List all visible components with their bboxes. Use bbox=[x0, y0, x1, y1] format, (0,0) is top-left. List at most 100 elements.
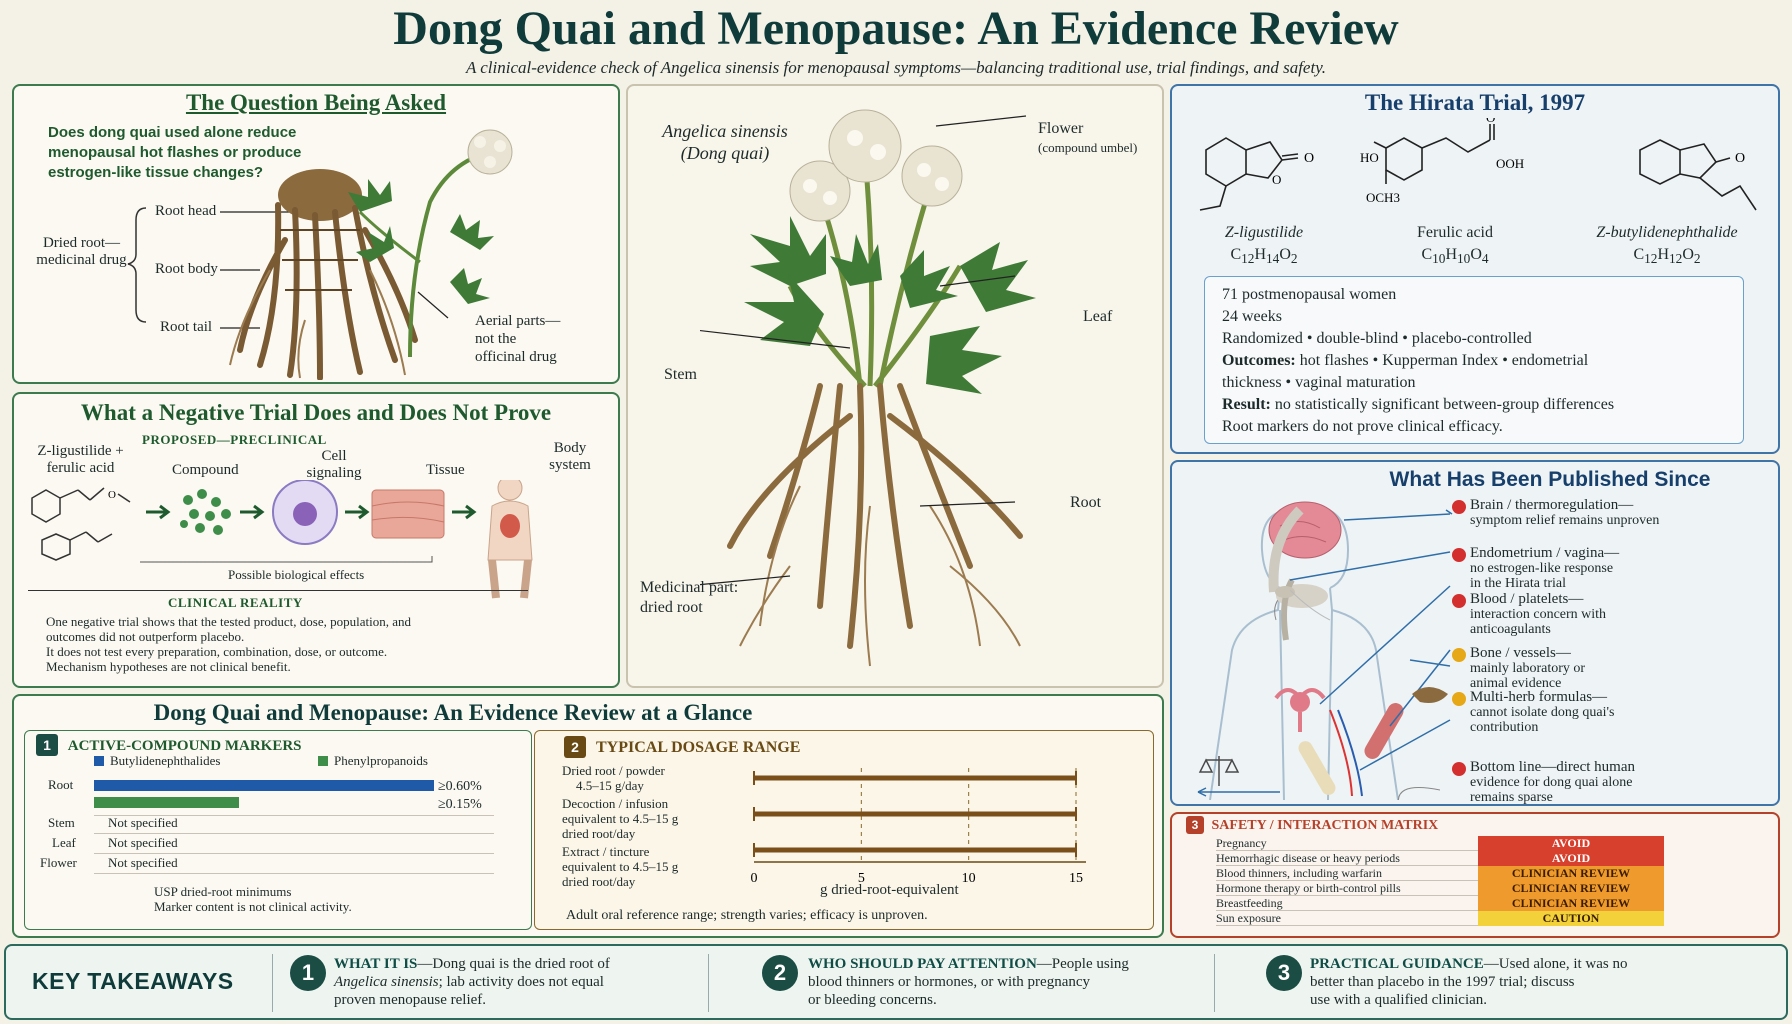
takeaway-number: 3 bbox=[1266, 955, 1302, 991]
safety-level-badge: AVOID bbox=[1478, 836, 1664, 851]
safety-row-label: Breastfeeding bbox=[1216, 896, 1478, 911]
effects-label: Possible biological effects bbox=[228, 567, 365, 582]
hirata-line: thickness • vaginal maturation bbox=[1222, 374, 1416, 391]
stem-label: Stem bbox=[664, 366, 697, 383]
glance-title: Dong Quai and Menopause: An Evidence Rev… bbox=[153, 700, 753, 725]
safety-row-label: Sun exposure bbox=[1216, 911, 1478, 926]
plant-name: Angelica sinensis(Dong quai) bbox=[662, 121, 788, 163]
mechanism-flow bbox=[140, 480, 533, 599]
legend-butyl-swatch bbox=[94, 756, 104, 766]
markers-box bbox=[24, 730, 532, 930]
safety-panel bbox=[1170, 812, 1780, 938]
marker-note-stem: Not specified bbox=[108, 815, 178, 830]
bar-butyl-label: ≥0.60% bbox=[438, 779, 482, 794]
proposed-heading: PROPOSED—PRECLINICAL bbox=[142, 432, 327, 447]
published-title: What Has Been Published Since bbox=[1389, 468, 1711, 491]
leaf-label: Leaf bbox=[1083, 308, 1113, 325]
flower-label: Flower bbox=[1038, 120, 1084, 137]
evidence-status-dot bbox=[1452, 692, 1466, 706]
svg-text:O: O bbox=[1272, 172, 1281, 187]
takeaways-title: KEY TAKEAWAYS bbox=[32, 968, 234, 994]
step-tissue-label: Tissue bbox=[426, 462, 465, 478]
body-figure bbox=[1197, 501, 1453, 800]
safety-row-label: Hormone therapy or birth-control pills bbox=[1216, 881, 1478, 896]
dosage-tick-label: 15 bbox=[1069, 871, 1083, 886]
compound-name-3: Z-butylidenephthalide bbox=[1596, 224, 1738, 241]
step-body-label: Body system bbox=[549, 440, 591, 473]
dosage-tick-label: 10 bbox=[962, 871, 976, 886]
compounds-label: Z-ligustilide +ferulic acid bbox=[37, 443, 124, 476]
root-label: Root bbox=[1070, 494, 1102, 511]
takeaway-number: 2 bbox=[762, 955, 798, 991]
negative-trial-title: What a Negative Trial Does and Does Not … bbox=[80, 400, 552, 425]
takeaway-text: PRACTICAL GUIDANCE—Used alone, it was no… bbox=[1310, 956, 1628, 1008]
clinical-reality-text: One negative trial shows that the tested… bbox=[46, 614, 411, 674]
clinical-reality-heading: CLINICAL REALITY bbox=[168, 595, 303, 610]
ferulic-och3: OCH3 bbox=[1366, 190, 1400, 205]
dosage-tick-label: 5 bbox=[858, 871, 865, 886]
page-title: Dong Quai and Menopause: An Evidence Rev… bbox=[393, 2, 1399, 55]
evidence-status-dot bbox=[1452, 548, 1466, 562]
safety-badge: 3 bbox=[1186, 816, 1204, 834]
bar-phenyl-root bbox=[94, 797, 239, 808]
hirata-line: 24 weeks bbox=[1222, 308, 1282, 325]
marker-note-leaf: Not specified bbox=[108, 835, 178, 850]
safety-level-badge: CLINICIAN REVIEW bbox=[1478, 881, 1664, 896]
legend-butyl: Butylidenephthalides bbox=[110, 753, 221, 768]
ligustilide-o: O bbox=[1304, 151, 1314, 166]
root-head-label: Root head bbox=[155, 203, 217, 219]
hirata-line: Result: no statistically significant bet… bbox=[1222, 396, 1615, 413]
safety-level-badge: CAUTION bbox=[1478, 911, 1664, 926]
marker-row-leaf: Leaf bbox=[52, 835, 76, 850]
marker-row-stem: Stem bbox=[48, 815, 75, 830]
safety-heading: 3 SAFETY / INTERACTION MATRIX bbox=[1186, 816, 1438, 834]
hirata-line: Outcomes: hot flashes • Kupperman Index … bbox=[1222, 352, 1589, 369]
legend-phenyl-swatch bbox=[318, 756, 328, 766]
compound-formula-3: C12H12O2 bbox=[1633, 246, 1701, 267]
step-compound-label: Compound bbox=[172, 462, 239, 478]
compound-name-2: Ferulic acid bbox=[1417, 224, 1493, 241]
takeaway-number: 1 bbox=[290, 955, 326, 991]
svg-text:O: O bbox=[1486, 118, 1495, 125]
root-tail-label: Root tail bbox=[160, 319, 213, 335]
plant-panel bbox=[626, 84, 1164, 688]
plant-illustration bbox=[700, 109, 1036, 667]
marker-row-flower: Flower bbox=[40, 855, 77, 870]
safety-level-badge: AVOID bbox=[1478, 851, 1664, 866]
negative-trial-panel: What a Negative Trial Does and Does Not … bbox=[12, 392, 620, 688]
dosage-box bbox=[534, 730, 1154, 930]
dosage-heading: 2 TYPICAL DOSAGE RANGE bbox=[564, 736, 800, 758]
marker-row-root: Root bbox=[48, 777, 74, 792]
safety-row-label: Pregnancy bbox=[1216, 836, 1478, 851]
markers-badge: 1 bbox=[36, 734, 58, 756]
root-brace bbox=[127, 207, 147, 323]
compound-formula-2: C10H10O4 bbox=[1421, 246, 1489, 267]
legend-phenyl: Phenylpropanoids bbox=[334, 753, 428, 768]
bar-butyl-root bbox=[94, 780, 434, 791]
takeaway-text: WHAT IT IS—Dong quai is the dried root o… bbox=[334, 956, 610, 1008]
aerial-parts-illustration bbox=[348, 129, 513, 358]
dosage-footnote: Adult oral reference range; strength var… bbox=[566, 908, 928, 923]
takeaway-divider-1 bbox=[272, 954, 273, 1012]
svg-text:O: O bbox=[1735, 151, 1745, 166]
dosage-tick-label: 0 bbox=[751, 871, 758, 886]
safety-level-badge: CLINICIAN REVIEW bbox=[1478, 896, 1664, 911]
step-cell-label: Cell signaling bbox=[306, 448, 362, 481]
dosage-badge: 2 bbox=[564, 736, 586, 758]
compound-formula-1: C12H14O2 bbox=[1230, 246, 1298, 267]
compound-structures-hirata: O O HO OCH3 O OOH O bbox=[1199, 118, 1757, 211]
evidence-status-dot bbox=[1452, 648, 1466, 662]
ferulic-ho: HO bbox=[1360, 150, 1379, 165]
